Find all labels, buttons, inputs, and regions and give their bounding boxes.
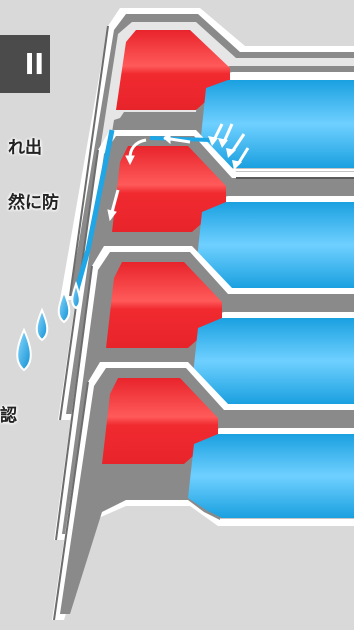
red-insulation-1 <box>116 30 230 110</box>
water-drop-icon <box>71 280 81 310</box>
title-text: ll <box>24 47 44 81</box>
blue-panel-4 <box>188 434 354 518</box>
red-insulation-2 <box>112 146 226 232</box>
label-line-3: 認 <box>0 406 17 426</box>
blue-panel-1 <box>200 80 354 168</box>
water-drops <box>16 280 81 372</box>
blue-panel-2 <box>196 202 354 288</box>
red-insulation-3 <box>106 262 222 348</box>
water-drop-icon <box>16 327 32 372</box>
blue-panel-3 <box>192 318 354 404</box>
label-line-1: れ出 <box>8 138 42 158</box>
layer-outlines <box>53 25 109 621</box>
wind-arrow-icon <box>208 123 250 170</box>
water-drop-icon <box>35 307 49 342</box>
flow-arrow-icon <box>107 131 191 222</box>
panel-stack <box>52 8 354 621</box>
label-line-2: 然に防 <box>8 193 59 213</box>
water-drop-icon <box>57 289 71 324</box>
title-badge: ll <box>0 35 50 93</box>
red-insulation-4 <box>102 378 218 464</box>
panel-4 <box>52 362 354 620</box>
